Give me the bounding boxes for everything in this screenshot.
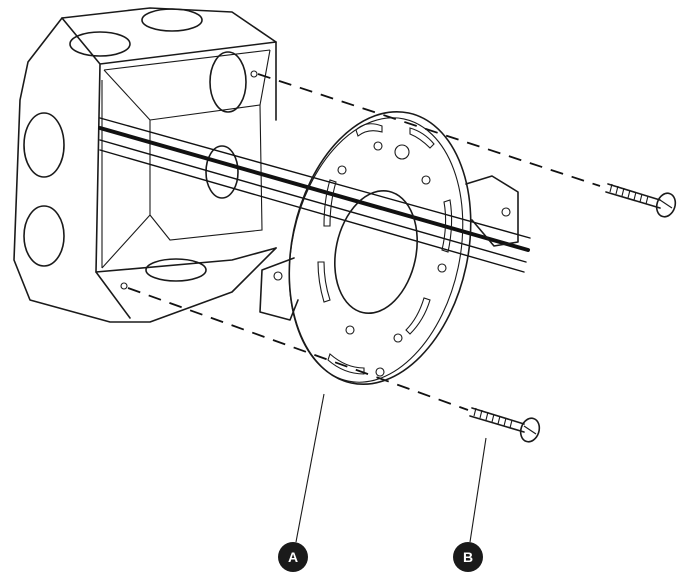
bracket-tab	[465, 175, 519, 247]
knockout-hole	[145, 258, 207, 282]
bracket-slot	[317, 261, 331, 303]
box-screw-hole	[250, 70, 258, 78]
bracket-slot	[405, 297, 431, 335]
mounting-bracket	[259, 110, 519, 386]
knockout-hole	[205, 145, 239, 199]
bracket-slot	[323, 179, 337, 227]
callout-b: B	[453, 542, 483, 572]
callout-b-label: B	[463, 549, 473, 565]
bracket-tab	[259, 257, 299, 321]
knockout-hole	[69, 31, 131, 57]
alignment-lines	[127, 73, 601, 411]
bracket-slot	[409, 127, 435, 149]
knockout-hole	[141, 8, 203, 32]
knockout-hole	[23, 205, 65, 267]
bracket-slot	[441, 199, 453, 253]
box-screw-hole	[120, 282, 128, 290]
callout-a: A	[278, 542, 308, 572]
knockout-hole	[23, 112, 65, 178]
wires	[98, 117, 531, 273]
bracket-center-hole	[334, 189, 418, 315]
bracket-slot	[327, 353, 365, 375]
leader-line-a	[295, 393, 325, 543]
callout-a-label: A	[288, 549, 298, 565]
knockout-hole	[209, 51, 247, 113]
mounting-screw	[469, 407, 541, 443]
mounting-screw	[605, 183, 677, 218]
junction-box	[13, 7, 277, 323]
bracket-slot	[355, 123, 383, 137]
leader-line-b	[469, 437, 487, 543]
